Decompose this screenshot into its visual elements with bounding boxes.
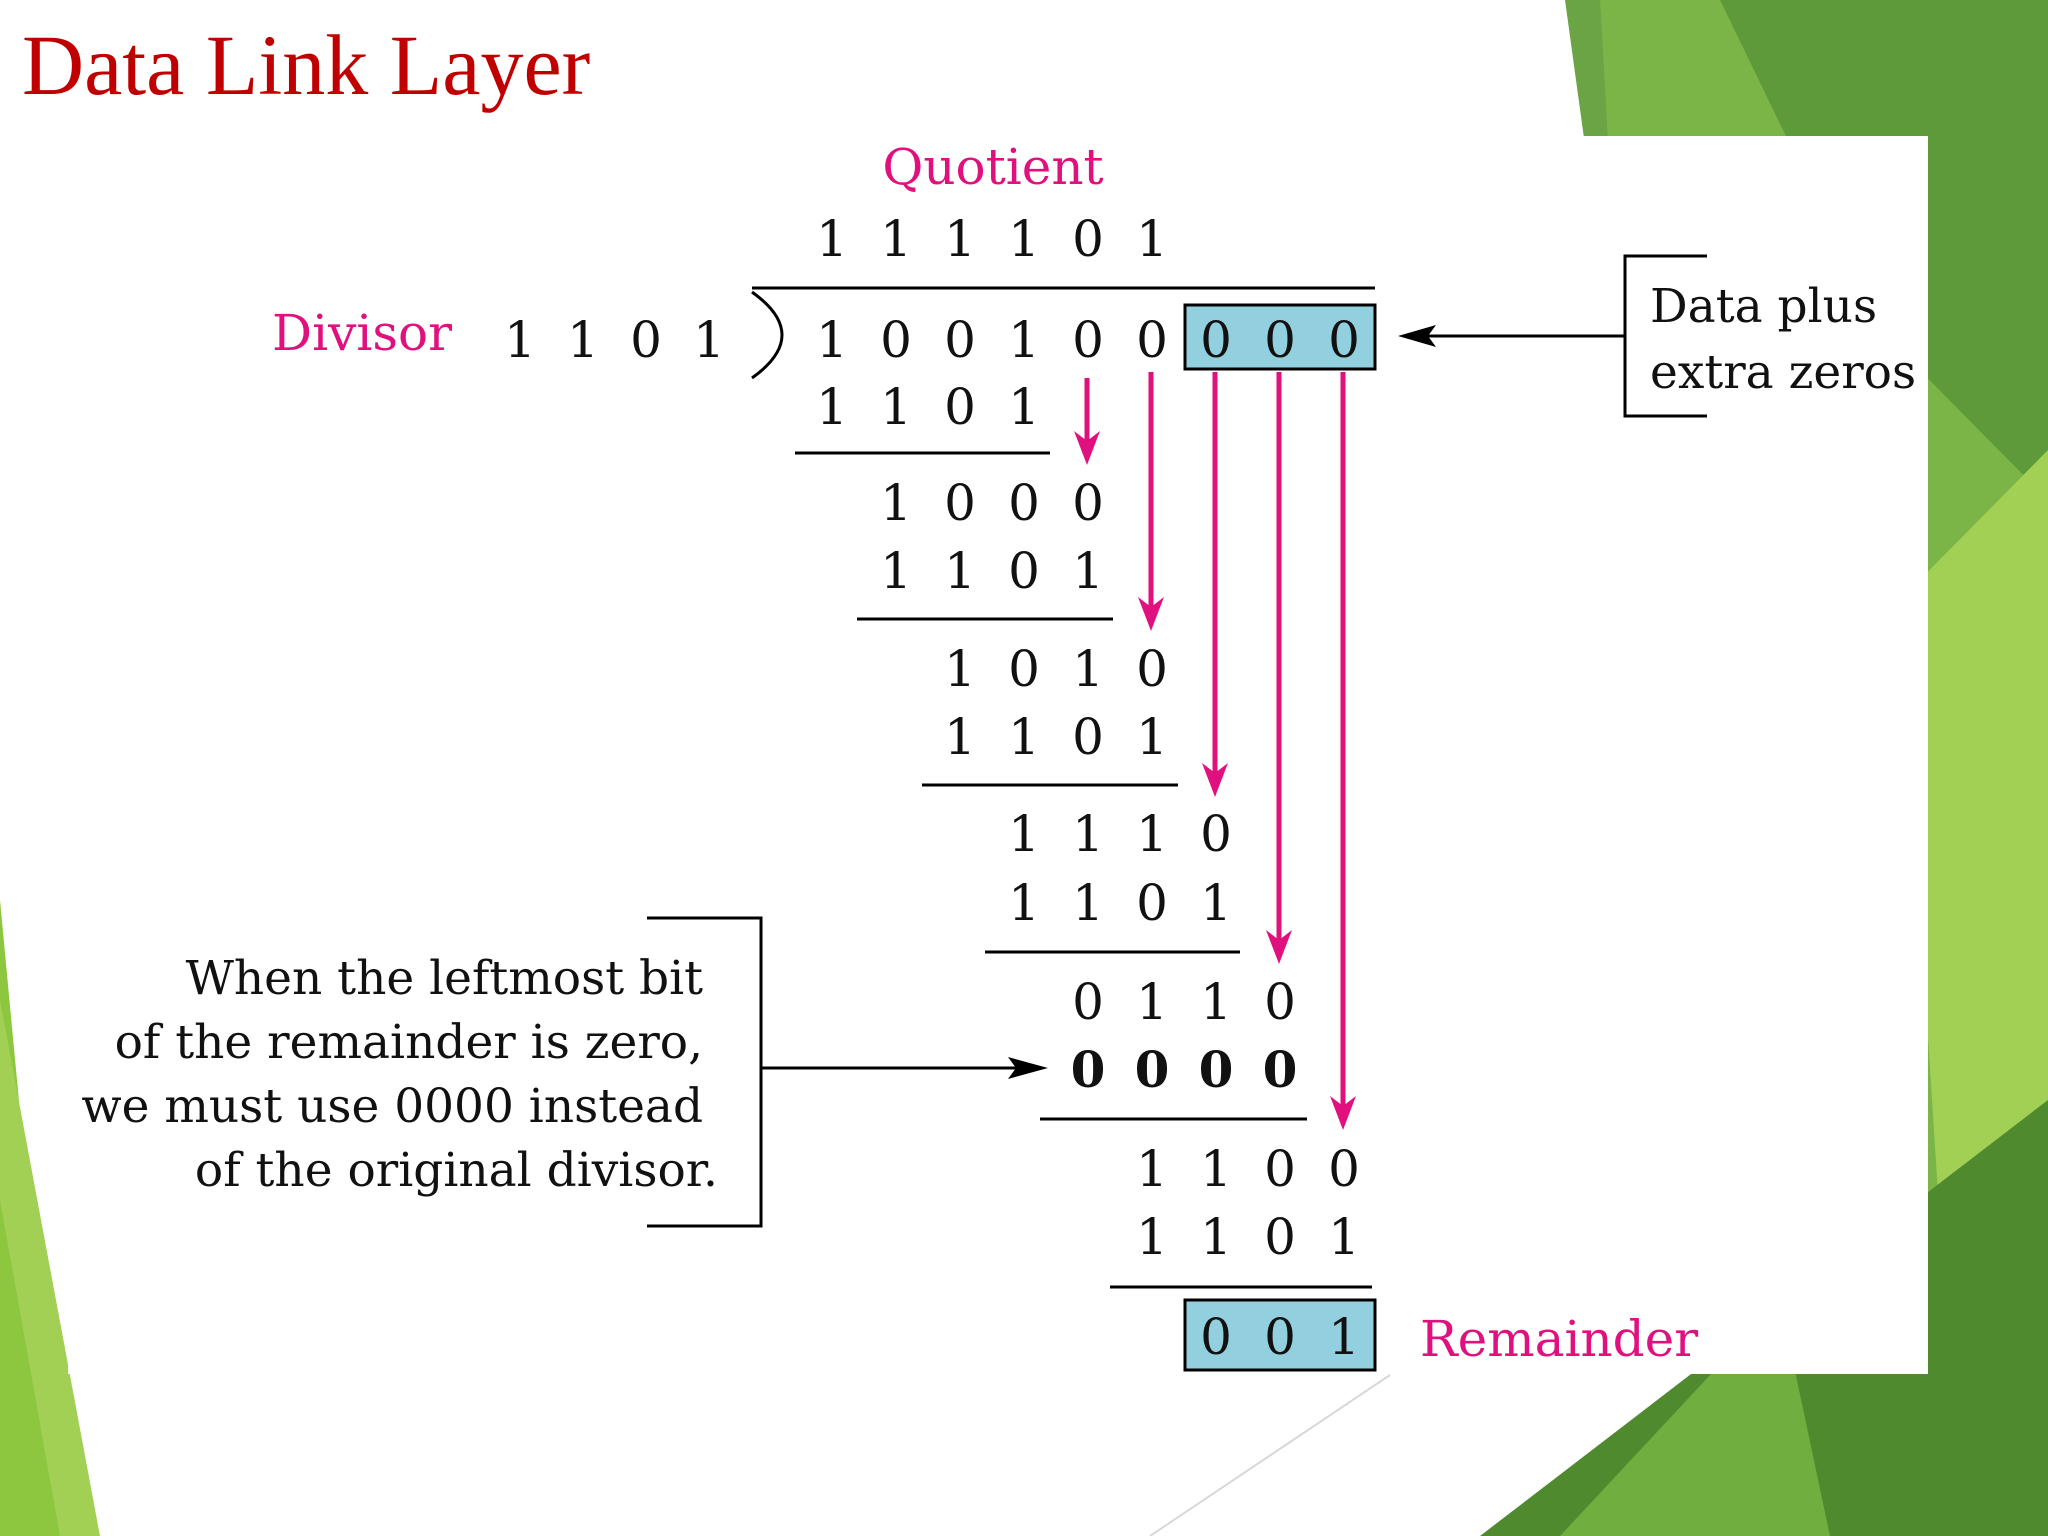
- extra-zero-bit: 0: [1200, 311, 1232, 369]
- step-bit: 1: [1200, 874, 1232, 932]
- step-bit: 1: [944, 640, 976, 698]
- dividend-bit: 0: [944, 311, 976, 369]
- step-bit: 0: [1199, 1040, 1234, 1099]
- arrowhead: [1138, 597, 1164, 631]
- dividend-bit: 0: [1072, 311, 1104, 369]
- step-bit: 0: [1200, 805, 1232, 863]
- quotient-bit: 1: [816, 210, 848, 268]
- quotient-bit: 1: [1136, 210, 1168, 268]
- quotient-bit: 1: [944, 210, 976, 268]
- step-bit: 0: [1136, 874, 1168, 932]
- step-bit: 0: [1008, 542, 1040, 600]
- data-note-line: extra zeros: [1650, 345, 1916, 400]
- remainder-bit: 0: [1264, 1308, 1296, 1366]
- step-bit: 1: [944, 542, 976, 600]
- step-bit: 1: [944, 708, 976, 766]
- step-bit: 1: [1072, 874, 1104, 932]
- extra-zero-bit: 0: [1328, 311, 1360, 369]
- quotient-bit: 1: [1008, 210, 1040, 268]
- remainder-bit: 0: [1200, 1308, 1232, 1366]
- step-bit: 0: [1264, 1140, 1296, 1198]
- remainder-label: Remainder: [1420, 1310, 1698, 1368]
- arrowhead: [1330, 1096, 1356, 1130]
- step-bit: 0: [1136, 640, 1168, 698]
- step-bit: 0: [944, 474, 976, 532]
- step-bit: 1: [1328, 1208, 1360, 1266]
- remainder-box: [1183, 1298, 1377, 1372]
- arrowhead: [1074, 431, 1100, 465]
- step-bit: 1: [880, 378, 912, 436]
- step-bit: 1: [1008, 805, 1040, 863]
- step-bit: 0: [1135, 1040, 1170, 1099]
- dividend-bit: 0: [1136, 311, 1168, 369]
- step-bit: 0: [1264, 973, 1296, 1031]
- step-bit: 0: [1072, 474, 1104, 532]
- divisor-bit: 0: [630, 311, 662, 369]
- step-bit: 0: [1263, 1040, 1298, 1099]
- decor-line: [1149, 1374, 1391, 1536]
- step-bit: 1: [1136, 708, 1168, 766]
- zero-note-line: of the original divisor.: [195, 1143, 718, 1198]
- step-bit: 0: [944, 378, 976, 436]
- quotient-label: Quotient: [882, 138, 1103, 196]
- step-bit: 1: [1136, 1208, 1168, 1266]
- zero-note: When the leftmost bit of the remainder i…: [81, 951, 718, 1198]
- step-bit: 1: [1200, 1140, 1232, 1198]
- quotient-bit: 0: [1072, 210, 1104, 268]
- dividend-bit: 1: [816, 311, 848, 369]
- divisor-label: Divisor: [272, 304, 452, 362]
- step-bit: 1: [1136, 805, 1168, 863]
- extra-zeros-box: [1183, 303, 1377, 371]
- step-bit: 0: [1071, 1040, 1106, 1099]
- step-bit: 1: [1008, 378, 1040, 436]
- dividend-bit: 0: [880, 311, 912, 369]
- extra-zero-bit: 0: [1264, 311, 1296, 369]
- dividend-bit: 1: [1008, 311, 1040, 369]
- divisor-bit: 1: [693, 311, 725, 369]
- step-bit: 0: [1328, 1140, 1360, 1198]
- decor-shard: [0, 1000, 100, 1536]
- division-bracket: [751, 290, 784, 380]
- step-bit: 0: [1072, 708, 1104, 766]
- step-bit: 0: [1072, 973, 1104, 1031]
- data-note: Data plus extra zeros: [1650, 279, 1916, 400]
- step-bit: 0: [1264, 1208, 1296, 1266]
- step-bit: 1: [1072, 542, 1104, 600]
- zero-note-bracket: [647, 916, 763, 1228]
- arrowhead: [1398, 325, 1436, 347]
- figure-panel: [68, 136, 1928, 1374]
- arrowhead: [1266, 930, 1292, 964]
- divisor-bit: 1: [504, 311, 536, 369]
- step-bit: 1: [1072, 805, 1104, 863]
- bring-down-arrows: [1074, 372, 1356, 1130]
- step-bit: 1: [1136, 1140, 1168, 1198]
- step-bit: 1: [880, 542, 912, 600]
- step-bit: 0: [1008, 474, 1040, 532]
- arrowhead: [1008, 1057, 1048, 1079]
- step-bit: 1: [1200, 973, 1232, 1031]
- zero-note-line: we must use 0000 instead: [81, 1079, 703, 1134]
- step-bit: 1: [1008, 708, 1040, 766]
- zero-note-line: When the leftmost bit: [186, 951, 704, 1006]
- step-bit: 1: [1072, 640, 1104, 698]
- step-bit: 1: [1008, 874, 1040, 932]
- step-bit: 0: [1008, 640, 1040, 698]
- zero-note-line: of the remainder is zero,: [115, 1015, 703, 1070]
- step-bit: 1: [880, 474, 912, 532]
- step-bit: 1: [816, 378, 848, 436]
- step-bit: 1: [1136, 973, 1168, 1031]
- divisor-bit: 1: [567, 311, 599, 369]
- slide-title: Data Link Layer: [22, 17, 591, 113]
- arrowhead: [1202, 763, 1228, 797]
- step-bit: 1: [1200, 1208, 1232, 1266]
- data-note-line: Data plus: [1650, 279, 1877, 334]
- quotient-bit: 1: [880, 210, 912, 268]
- remainder-bit: 1: [1328, 1308, 1360, 1366]
